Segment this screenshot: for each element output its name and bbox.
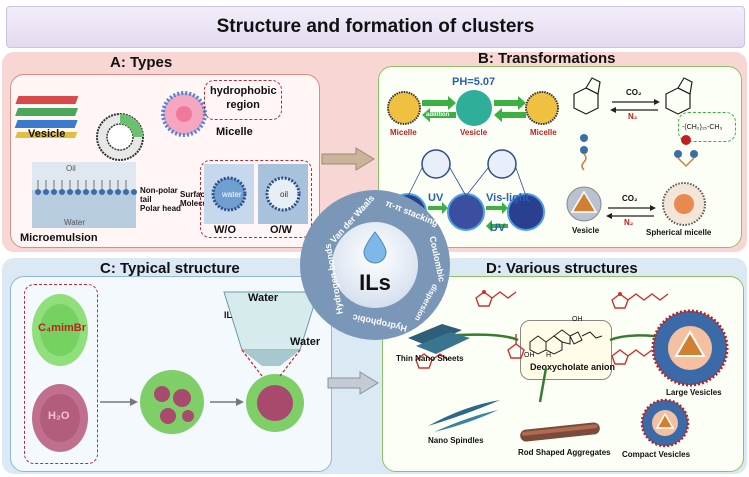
panel-c-header: C: Typical structure bbox=[100, 260, 240, 277]
steroid-icon bbox=[529, 329, 603, 355]
interface-trapezoid bbox=[223, 291, 319, 377]
rod-aggregates-icon bbox=[520, 422, 600, 442]
panel-a-header: A: Types bbox=[110, 54, 173, 71]
vesicle-icon bbox=[96, 113, 144, 161]
surfactant-molecules bbox=[580, 134, 698, 171]
arrow-c1 bbox=[100, 398, 138, 406]
uv-left-label: UV bbox=[428, 192, 444, 204]
micelle-vesicle-row bbox=[387, 90, 559, 126]
vesicle-b-icon bbox=[566, 186, 602, 222]
micelle-icon bbox=[161, 91, 207, 137]
arrow-a-to-b bbox=[321, 147, 375, 171]
ph-label: PH=5.07 bbox=[452, 76, 496, 88]
mixed-cluster-2 bbox=[246, 374, 304, 432]
wo-label: W/O bbox=[214, 224, 236, 236]
hydrophobic-region-label: hydrophobic region bbox=[210, 85, 277, 111]
green-arrows bbox=[439, 333, 671, 403]
water-label: Water bbox=[64, 218, 86, 227]
chain-box bbox=[678, 112, 736, 142]
mixed-cluster-1 bbox=[140, 370, 204, 434]
microemulsion-diagram bbox=[32, 162, 137, 228]
spherical-micelle-icon bbox=[662, 182, 706, 226]
vis-light-label: Vis-light bbox=[486, 192, 530, 204]
n2-bottom-label: N₂ bbox=[624, 218, 634, 227]
il-label: IL bbox=[224, 310, 232, 320]
oh2-label: OH bbox=[572, 316, 583, 323]
chain-label: -(CH₂)₁₅-CH₃ bbox=[682, 124, 723, 131]
vesicle-mid-label: Vesicle bbox=[460, 128, 488, 137]
arrow-c-to-d bbox=[327, 371, 379, 395]
wo-ow-diagram bbox=[204, 164, 308, 224]
h2o-label: H₂O bbox=[48, 410, 70, 422]
water-cloud bbox=[32, 384, 88, 452]
water-top-label: Water bbox=[248, 292, 279, 304]
page-title: Structure and formation of clusters bbox=[6, 6, 745, 48]
microemulsion-label: Microemulsion bbox=[20, 232, 98, 244]
co2-n2-arrows-bottom bbox=[606, 205, 656, 219]
acid-label: Acid bbox=[426, 96, 440, 102]
bilayer-sheet bbox=[14, 96, 79, 138]
droplet-icon bbox=[363, 231, 387, 264]
deoxycholate-box bbox=[520, 320, 612, 380]
addition-label: addition bbox=[426, 112, 450, 118]
nonpolar-tail-label: Non-polar tail bbox=[140, 186, 178, 204]
rods-label: Rod Shaped Aggregates bbox=[518, 448, 611, 457]
ionic-liquid-cloud bbox=[32, 294, 88, 366]
c-dashed-box bbox=[24, 284, 98, 464]
compact-vesicle-icon bbox=[640, 398, 690, 448]
co2-n2-arrows-top bbox=[610, 99, 660, 113]
vesicle-label: Vesicle bbox=[28, 128, 66, 140]
co2-top-label: CO₂ bbox=[626, 88, 642, 97]
panel-d-header: D: Various structures bbox=[486, 260, 638, 277]
anion-label: Deoxycholate anion bbox=[530, 362, 616, 372]
oh1-label: OH bbox=[524, 352, 535, 359]
wo-ow-box bbox=[200, 160, 312, 238]
spherical-micelle-label: Spherical micelle bbox=[646, 228, 712, 237]
n2-top-label: N₂ bbox=[628, 112, 638, 121]
thin-sheets-label: Thin Nano Sheets bbox=[396, 354, 464, 363]
large-vesicle-icon bbox=[651, 309, 729, 387]
ow-label: O/W bbox=[270, 224, 292, 236]
h-label: H bbox=[546, 352, 552, 359]
oil-label: Oil bbox=[66, 164, 76, 173]
water-drop-label: water bbox=[222, 190, 242, 199]
arrow-c2 bbox=[210, 398, 244, 406]
polar-head-label: Polar head bbox=[140, 204, 181, 213]
micelle-left-label: Micelle bbox=[390, 128, 417, 137]
base-label: Base bbox=[498, 96, 513, 102]
surfactant-label: Surfactant Molecule bbox=[180, 190, 220, 208]
thin-nano-sheets-icon bbox=[408, 324, 470, 354]
micelle-right-label: Micelle bbox=[530, 128, 557, 137]
oil-drop-label: oil bbox=[280, 190, 289, 199]
nano-spindles-icon bbox=[428, 400, 500, 432]
uv-right-label: UV bbox=[490, 222, 506, 234]
co2-bottom-label: CO₂ bbox=[622, 194, 638, 203]
ionic-liquid-label: C₄mimBr bbox=[38, 322, 87, 334]
large-vesicles-label: Large Vesicles bbox=[666, 388, 722, 397]
molecule-left-icon bbox=[573, 77, 601, 115]
micelle-label: Micelle bbox=[216, 126, 253, 138]
molecule-right-icon bbox=[665, 77, 693, 115]
center-label: ILs bbox=[359, 270, 391, 295]
compact-vesicles-label: Compact Vesicles bbox=[622, 450, 691, 459]
vesicle-bottom-label: Vesicle bbox=[572, 226, 600, 235]
water-bottom-label: Water bbox=[290, 336, 321, 348]
cation-row-top bbox=[475, 290, 669, 309]
spindles-label: Nano Spindles bbox=[428, 436, 484, 445]
hydrophobic-region-box bbox=[204, 80, 282, 120]
panel-b-header: B: Transformations bbox=[478, 50, 616, 67]
